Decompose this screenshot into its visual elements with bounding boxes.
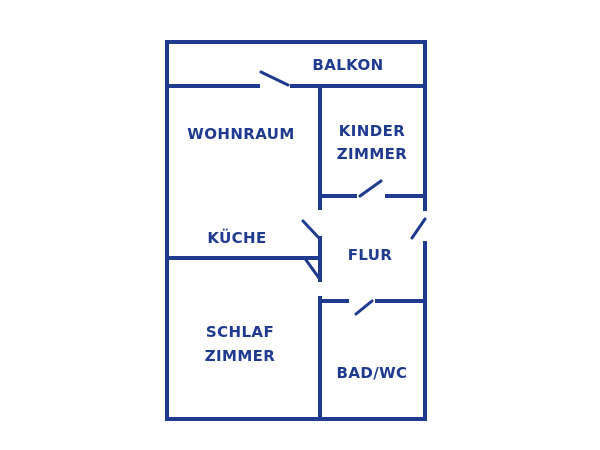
label-kinder-line2: ZIMMER (337, 145, 408, 163)
label-bad-wc: BAD/WC (337, 364, 408, 382)
kueche-door (301, 219, 321, 240)
door-swings (259, 70, 427, 316)
flur-outer-door (410, 217, 427, 240)
label-kinder-line1: KINDER (339, 122, 405, 140)
label-schlaf-line2: ZIMMER (205, 347, 276, 365)
bad-door (354, 299, 374, 316)
label-schlaf-line1: SCHLAF (206, 323, 274, 341)
label-flur: FLUR (348, 246, 393, 264)
label-balkon: BALKON (312, 56, 383, 74)
room-labels: BALKON WOHNRAUM KINDER ZIMMER KÜCHE FLUR… (187, 56, 407, 382)
kinder-door (358, 179, 383, 198)
walls (165, 40, 428, 421)
balkon-door (259, 70, 290, 87)
flur-schlaf-door (304, 258, 321, 280)
label-kueche: KÜCHE (207, 228, 266, 247)
label-wohnraum: WOHNRAUM (187, 125, 294, 143)
